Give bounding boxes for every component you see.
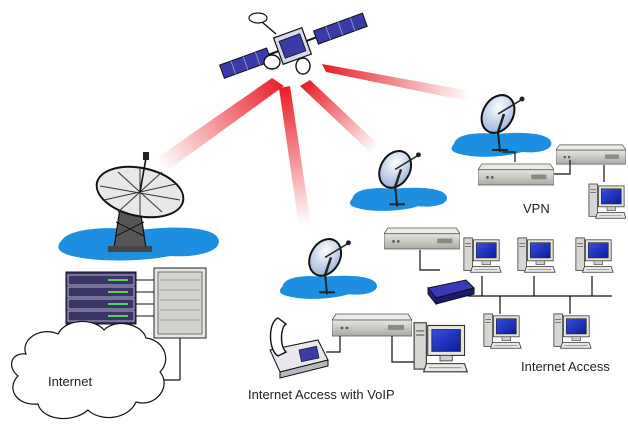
desktop-computer-icon bbox=[517, 237, 556, 273]
modem-icon bbox=[384, 227, 460, 250]
vpn-links bbox=[502, 151, 605, 182]
desktop-computer-icon bbox=[553, 313, 592, 349]
telephone-icon bbox=[269, 317, 329, 379]
modem-icon bbox=[478, 163, 554, 186]
vpn-label: VPN bbox=[523, 201, 550, 216]
lan-links bbox=[419, 250, 612, 314]
desktop-computer-icon bbox=[463, 237, 502, 273]
beam-to-lan-site bbox=[300, 80, 382, 154]
satellite-icon bbox=[218, 12, 368, 79]
vsat-dish-icon bbox=[348, 148, 449, 213]
desktop-computer-icon bbox=[413, 322, 468, 373]
voip-links bbox=[326, 336, 414, 363]
modem-icon bbox=[332, 313, 412, 337]
beam-to-voip-site bbox=[279, 86, 312, 234]
internet-label: Internet bbox=[48, 374, 93, 389]
desktop-computer-icon bbox=[575, 237, 614, 273]
internet-access-label: Internet Access bbox=[521, 359, 610, 374]
desktop-computer-icon bbox=[588, 183, 626, 219]
desktop-computer-icon bbox=[483, 313, 522, 349]
signal-beams bbox=[154, 64, 476, 234]
network-switch-icon bbox=[427, 279, 475, 306]
modem-icon bbox=[556, 144, 626, 165]
voip-site-label: Internet Access with VoIP bbox=[248, 387, 395, 402]
hub-dish-icon bbox=[58, 152, 219, 261]
beam-to-vpn-site bbox=[322, 64, 476, 102]
vsat-dish-icon bbox=[278, 236, 379, 301]
beam-to-hub bbox=[154, 78, 284, 170]
server-rack-icon bbox=[65, 267, 207, 381]
cloud-icon bbox=[10, 320, 167, 420]
